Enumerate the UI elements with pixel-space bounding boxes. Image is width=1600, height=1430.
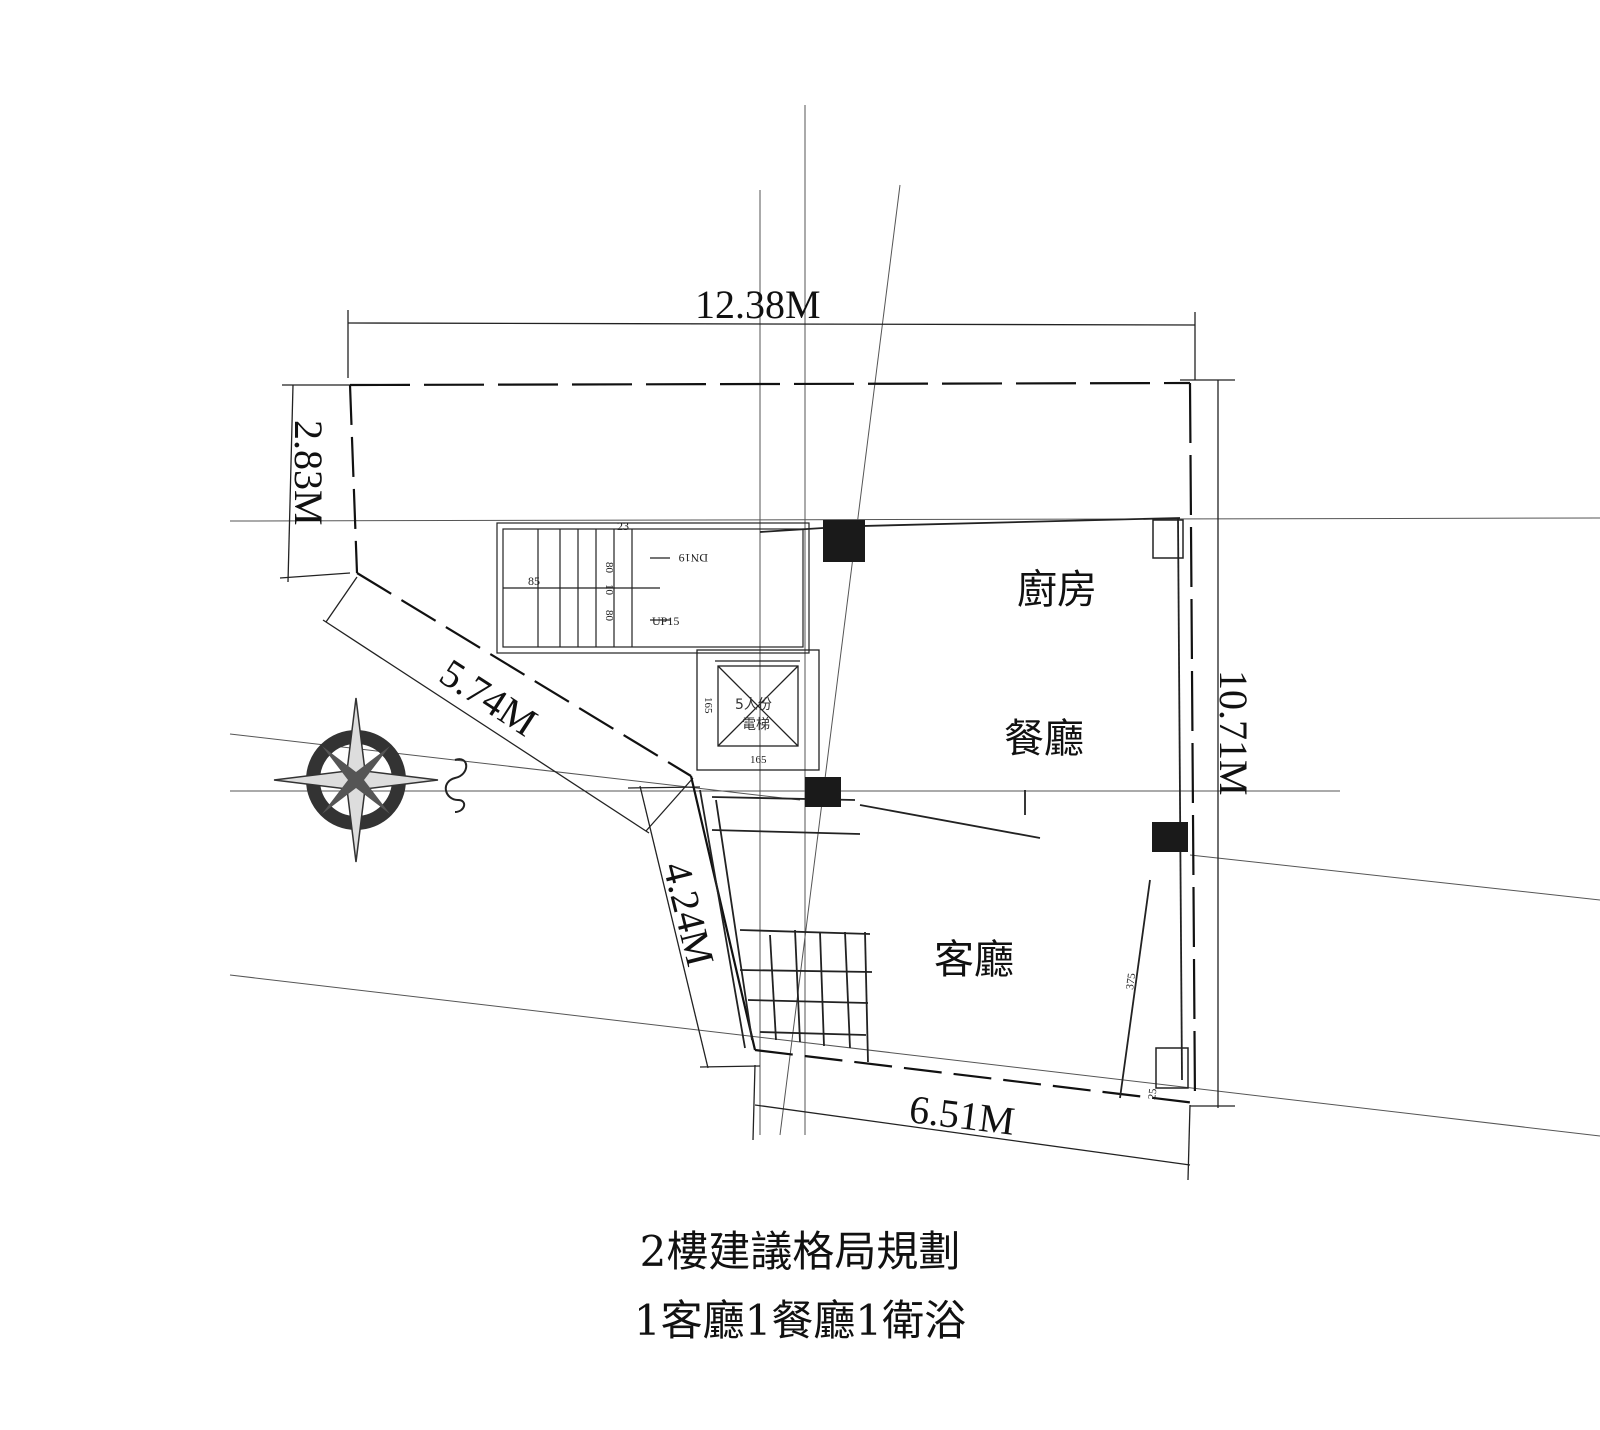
corner-box-bottom [1155,1047,1189,1089]
dimension-left: 2.83M [286,420,331,526]
columns [805,520,1188,852]
elevator-depth-label: 165 [702,697,714,714]
caption-subtitle: 1客廳1餐廳1衛浴 [633,1296,967,1345]
dimension-lines [279,310,1235,1181]
inner-dimension-label: 375 [1124,972,1138,991]
corner-dimension-label: 25 [1146,1087,1159,1100]
elevator-type-label: 電梯 [742,717,770,733]
stair-width-label: 85 [528,574,540,588]
stair-seg1-label: 80 [603,562,615,574]
compass-rose [273,697,439,863]
room-dining: 餐廳 [1004,716,1084,762]
stair-seg3-label: 80 [603,610,615,622]
elevator-capacity-label: 5人份 [735,697,772,713]
dimension-right: 10.71M [1211,670,1256,796]
elevator-width-label: 165 [750,754,767,766]
dimension-diagonal: 5.74M [432,650,545,745]
stair-seg2-label: 10 [603,584,615,596]
staircase [496,522,810,654]
stair-dn-label: DN19 [679,551,708,565]
north-marker [444,758,468,813]
room-kitchen: 廚房 [1017,567,1097,613]
stair-tread-label: 23 [617,519,629,533]
elevator-shaft [696,649,820,771]
stair-up-label: UP15 [652,614,679,628]
exterior-walls [348,381,1197,1105]
dimension-bottom: 6.51M [907,1086,1017,1144]
room-living: 客廳 [934,937,1014,983]
caption-title: 2樓建議格局規劃 [639,1227,961,1276]
corner-box-top [1152,519,1184,559]
interior-walls [699,517,1183,1099]
dimension-top: 12.38M [695,282,821,327]
